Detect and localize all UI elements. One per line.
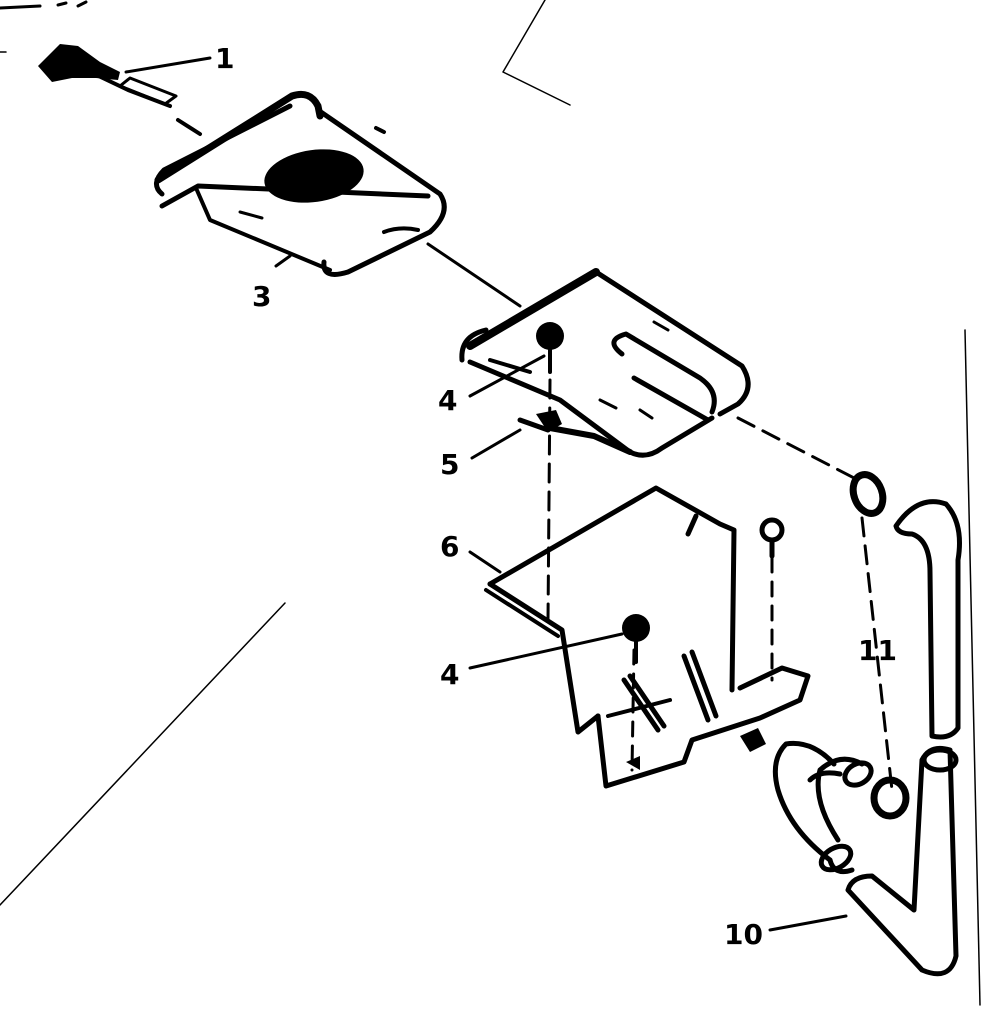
callout-4-lower: 4 [440, 658, 459, 691]
part-4-upper-screw [536, 322, 564, 374]
main-housing [459, 268, 751, 458]
part-5-clip [517, 410, 562, 433]
callout-5: 5 [440, 448, 459, 481]
callout-1: 1 [215, 42, 234, 75]
callout-3: 3 [252, 280, 271, 313]
callout-10: 10 [724, 918, 763, 951]
part-11-hose-clamp-upper [849, 471, 887, 517]
part-4-lower-screw [622, 614, 650, 664]
scan-artifacts [0, 0, 981, 1006]
callout-4-upper: 4 [438, 384, 457, 417]
part-11-hose-clamp-lower [870, 776, 910, 820]
bracket-screw [759, 517, 785, 559]
callout-6: 6 [440, 530, 459, 563]
callout-leaders [124, 56, 848, 932]
callout-11: 11 [858, 634, 897, 667]
part-3-cover [154, 90, 447, 277]
part-10-hose-upper [893, 499, 962, 740]
part-1-key [38, 44, 202, 136]
part-6-bracket [484, 485, 811, 789]
part-10-hose-lower [772, 740, 959, 977]
